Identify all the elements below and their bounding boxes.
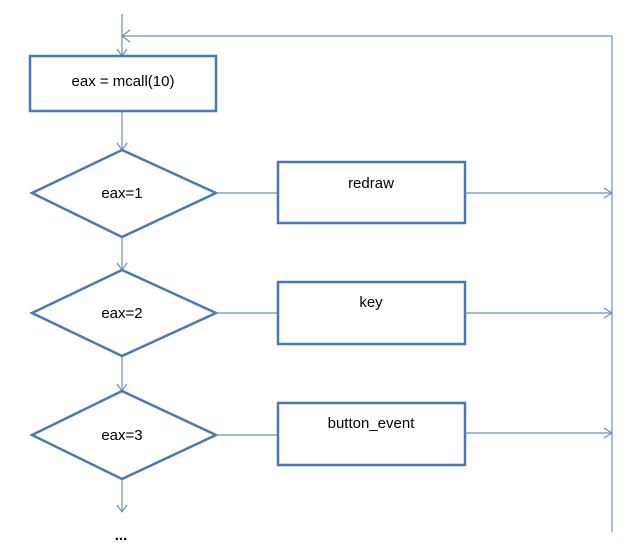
action-box-redraw bbox=[276, 160, 467, 225]
return-arrowhead-3 bbox=[603, 427, 614, 439]
loop-back-arrowhead bbox=[121, 29, 131, 43]
start-process-label: eax = mcall(10) bbox=[72, 73, 175, 90]
return-arrowhead-2 bbox=[603, 307, 614, 319]
arrowhead-continue bbox=[116, 504, 128, 514]
return-arrowhead-1 bbox=[603, 187, 614, 199]
start-process-box bbox=[28, 54, 218, 113]
action-label-key: key bbox=[359, 294, 383, 311]
action-box-key bbox=[276, 280, 467, 346]
decision-label-1: eax=1 bbox=[101, 185, 142, 202]
action-label-redraw: redraw bbox=[348, 175, 394, 192]
loop-back-line bbox=[122, 35, 613, 532]
action-box-button-event bbox=[276, 401, 467, 467]
continuation-ellipsis: ... bbox=[115, 527, 128, 544]
action-label-button-event: button_event bbox=[328, 415, 416, 432]
decision-label-3: eax=3 bbox=[101, 427, 142, 444]
decision-label-2: eax=2 bbox=[101, 305, 142, 322]
